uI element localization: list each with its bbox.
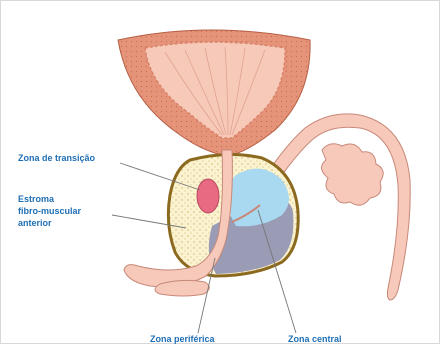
stroma-label-line2: fibro-muscular <box>18 206 82 216</box>
peripheral-zone-label: Zona periférica <box>150 334 216 344</box>
central-zone-label: Zona central <box>288 334 342 344</box>
stroma-label-line3: anterior <box>18 218 52 228</box>
urethra-bulb <box>155 280 209 296</box>
seminal-vesicle <box>321 144 383 205</box>
stroma-label-line1: Estroma <box>18 194 55 204</box>
transition-zone <box>197 179 219 213</box>
transition-zone-label: Zona de transição <box>18 153 96 163</box>
